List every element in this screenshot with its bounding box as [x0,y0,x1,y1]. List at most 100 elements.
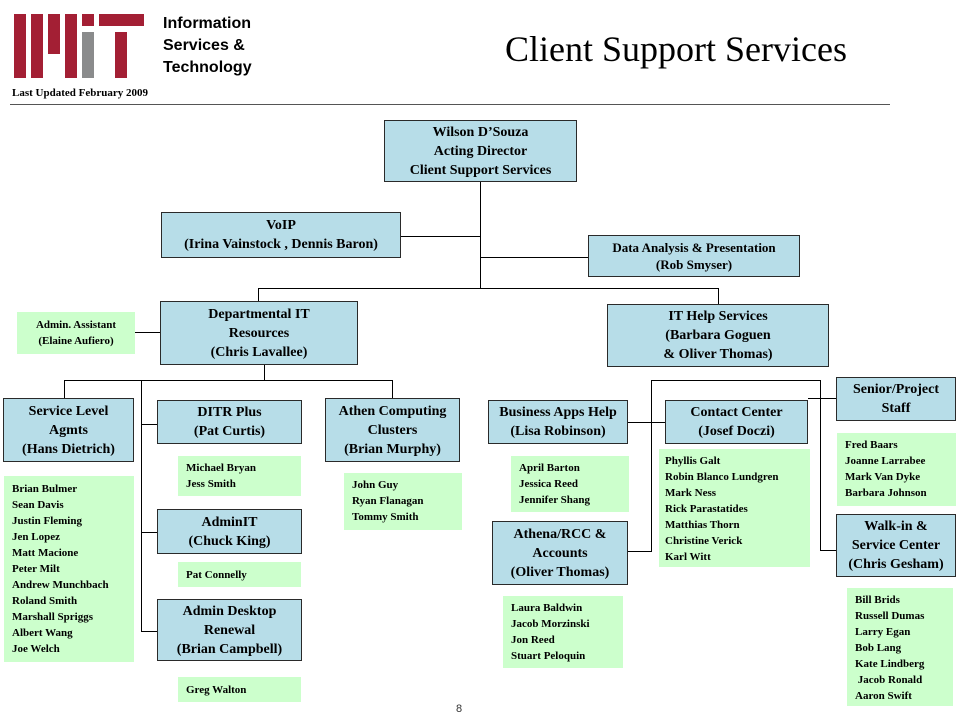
voip-box: VoIP (Irina Vainstock , Dennis Baron) [161,212,401,258]
staff-member: Peter Milt [12,563,60,575]
admin-assistant-box: Admin. Assistant (Elaine Aufiero) [17,312,135,354]
staff-member: Mark Van Dyke [845,471,921,483]
walkin-title: Walk-in & [864,519,928,534]
business-apps-staff: April Barton Jessica Reed Jennifer Shang [511,456,629,512]
staff-member: Michael Bryan [186,462,256,474]
athen-title: Athen Computing [338,403,447,419]
staff-member: Jennifer Shang [519,494,591,506]
brand-line: Services & [163,37,245,54]
data-analysis-person: (Rob Smyser) [655,257,733,272]
desktop-box: Admin Desktop Renewal (Brian Campbell) [157,599,302,661]
staff-member: Andrew Munchbach [12,579,109,591]
contact-center-box: Contact Center (Josef Doczi) [665,400,808,444]
adminit-box: AdminIT (Chuck King) [157,509,302,554]
admin-assistant-title: Admin. Assistant [35,319,117,331]
staff-member: Matt Macione [12,547,79,559]
adminit-person: (Chuck King) [188,533,271,549]
dept-it-title: Departmental IT [208,306,310,322]
staff-member: Greg Walton [186,684,247,696]
athena-rcc-person: (Oliver Thomas) [510,564,610,580]
contact-center-staff: Phyllis Galt Robin Blanco Lundgren Mark … [659,449,810,567]
brand-text: Information Services & Technology [163,13,252,79]
staff-member: Jon Reed [511,634,555,646]
staff-member: Christine Verick [665,535,743,547]
contact-center-person: (Josef Doczi) [698,424,775,439]
service-level-box: Service Level Agmts (Hans Dietrich) [3,398,134,462]
page-number: 8 [456,703,463,715]
staff-member: Jen Lopez [12,531,60,543]
mit-logo [14,14,144,78]
staff-member: Laura Baldwin [511,602,583,614]
it-help-box: IT Help Services (Barbara Goguen & Olive… [607,304,829,367]
staff-member: Justin Fleming [12,515,82,527]
ditr-staff: Michael Bryan Jess Smith [178,456,301,496]
staff-member: Fred Baars [845,439,898,451]
dept-it-line2: Resources [228,325,290,341]
athena-rcc-staff: Laura Baldwin Jacob Morzinski Jon Reed S… [503,596,623,668]
director-dept: Client Support Services [409,162,552,178]
athena-rcc-title: Athena/RCC & [513,526,607,542]
staff-member: Kate Lindberg [855,658,925,670]
service-level-line2: Agmts [49,422,88,438]
business-apps-title: Business Apps Help [499,405,617,420]
staff-member: Roland Smith [12,595,78,607]
director-role: Acting Director [433,143,528,159]
staff-member: Rick Parastatides [665,503,748,515]
dept-it-box: Departmental IT Resources (Chris Lavalle… [160,301,358,365]
staff-member: Tommy Smith [352,511,419,523]
staff-member: Phyllis Galt [665,455,721,467]
staff-member: Robin Blanco Lundgren [665,471,779,483]
staff-member: Mark Ness [665,487,717,499]
data-analysis-title: Data Analysis & Presentation [612,240,776,255]
staff-member: Aaron Swift [855,690,912,702]
dept-it-person: (Chris Lavallee) [210,344,308,360]
staff-member: Jessica Reed [519,478,578,490]
walkin-box: Walk-in & Service Center (Chris Gesham) [836,514,956,577]
athen-staff: John Guy Ryan Flanagan Tommy Smith [344,473,462,530]
it-help-line2: (Barbara Goguen [665,328,771,343]
athen-box: Athen Computing Clusters (Brian Murphy) [325,398,460,462]
staff-member: Larry Egan [855,626,911,638]
staff-member: Albert Wang [12,627,73,639]
staff-member: Pat Connelly [186,569,247,581]
data-analysis-box: Data Analysis & Presentation (Rob Smyser… [588,235,800,277]
staff-member: Joe Welch [12,643,60,655]
it-help-line3: & Oliver Thomas) [663,347,773,362]
page-title: Client Support Services [505,29,847,69]
staff-member: April Barton [519,462,580,474]
staff-member: Brian Bulmer [12,483,78,495]
staff-member: Marshall Spriggs [12,611,93,623]
staff-member: Bob Lang [855,642,902,654]
staff-member: Jacob Ronald [855,674,923,686]
header-rule [10,104,890,105]
staff-member: Bill Brids [855,594,900,606]
director-name: Wilson D’Souza [432,124,529,140]
staff-member: Ryan Flanagan [352,495,424,507]
ditr-title: DITR Plus [197,405,262,420]
desktop-title: Admin Desktop [182,603,277,619]
staff-member: Joanne Larrabee [845,455,926,467]
last-updated: Last Updated February 2009 [12,87,148,99]
adminit-staff: Pat Connelly [178,562,301,587]
service-level-staff: Brian Bulmer Sean Davis Justin Fleming J… [4,476,134,662]
walkin-staff: Bill Brids Russell Dumas Larry Egan Bob … [847,588,953,706]
walkin-person: (Chris Gesham) [848,557,944,572]
desktop-staff: Greg Walton [178,677,301,702]
admin-assistant-person: (Elaine Aufiero) [38,335,114,347]
senior-staff: Fred Baars Joanne Larrabee Mark Van Dyke… [837,433,956,506]
senior-title: Senior/Project [852,382,940,397]
senior-line2: Staff [881,401,911,416]
walkin-line2: Service Center [851,538,941,553]
staff-member: Matthias Thorn [665,519,740,531]
desktop-person: (Brian Campbell) [176,641,283,657]
senior-box: Senior/Project Staff [836,377,956,421]
staff-member: Karl Witt [665,551,711,563]
business-apps-box: Business Apps Help (Lisa Robinson) [488,400,628,444]
athen-person: (Brian Murphy) [344,441,441,457]
contact-center-title: Contact Center [690,405,783,420]
athena-rcc-line2: Accounts [532,545,588,561]
voip-people: (Irina Vainstock , Dennis Baron) [184,237,378,252]
ditr-person: (Pat Curtis) [193,424,266,439]
staff-member: Jacob Morzinski [511,618,590,630]
adminit-title: AdminIT [201,514,258,530]
